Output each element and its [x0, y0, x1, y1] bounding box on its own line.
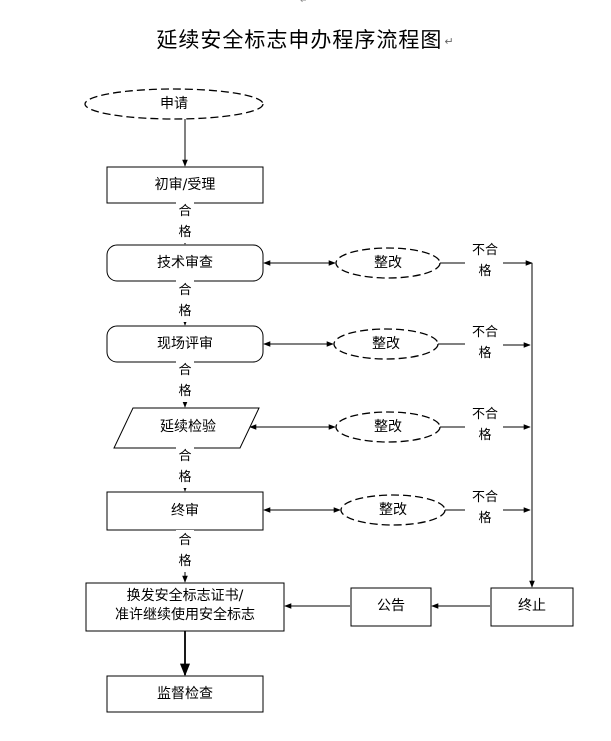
announcement-node [350, 587, 432, 627]
tech-review-label: 技术审查 [157, 255, 213, 271]
rectify-label-4: 整改 [379, 502, 407, 518]
rectify-label-2: 整改 [372, 336, 400, 352]
apply-node [84, 88, 264, 120]
renewal-inspection-node [113, 407, 260, 449]
announcement-label: 公告 [377, 598, 405, 614]
top-mark: ↵ [300, 0, 308, 6]
fail-label-1: 不合格 [471, 243, 498, 279]
apply-label: 申请 [160, 96, 188, 112]
supervision-label: 监督检查 [157, 686, 213, 702]
issue-certificate-label-1: 换发安全标志证书/ [126, 588, 244, 604]
issue-certificate-label-2: 准许继续使用安全标志 [115, 607, 255, 623]
rectify-label-1: 整改 [374, 255, 402, 271]
pass-label-4: 合格 [176, 446, 194, 488]
pass-label-2: 合格 [176, 280, 194, 322]
title-return-mark: ↵ [444, 34, 455, 48]
final-review-label: 终审 [171, 503, 199, 519]
fail-label-4: 不合格 [471, 490, 498, 526]
diagram-title: 延续安全标志申办程序流程图↵ [0, 24, 611, 54]
pass-label-1: 合格 [176, 201, 194, 243]
fail-label-2: 不合格 [471, 325, 498, 361]
pass-label-5: 合格 [176, 530, 194, 572]
title-text: 延续安全标志申办程序流程图 [156, 28, 443, 52]
termination-node [490, 587, 574, 627]
site-review-label: 现场评审 [157, 336, 213, 352]
termination-label: 终止 [518, 598, 546, 614]
initial-review-label: 初审/受理 [154, 177, 216, 193]
rectify-label-3: 整改 [374, 419, 402, 435]
pass-label-3: 合格 [176, 360, 194, 402]
renewal-inspection-label: 延续检验 [160, 419, 216, 435]
fail-label-3: 不合格 [471, 407, 498, 443]
